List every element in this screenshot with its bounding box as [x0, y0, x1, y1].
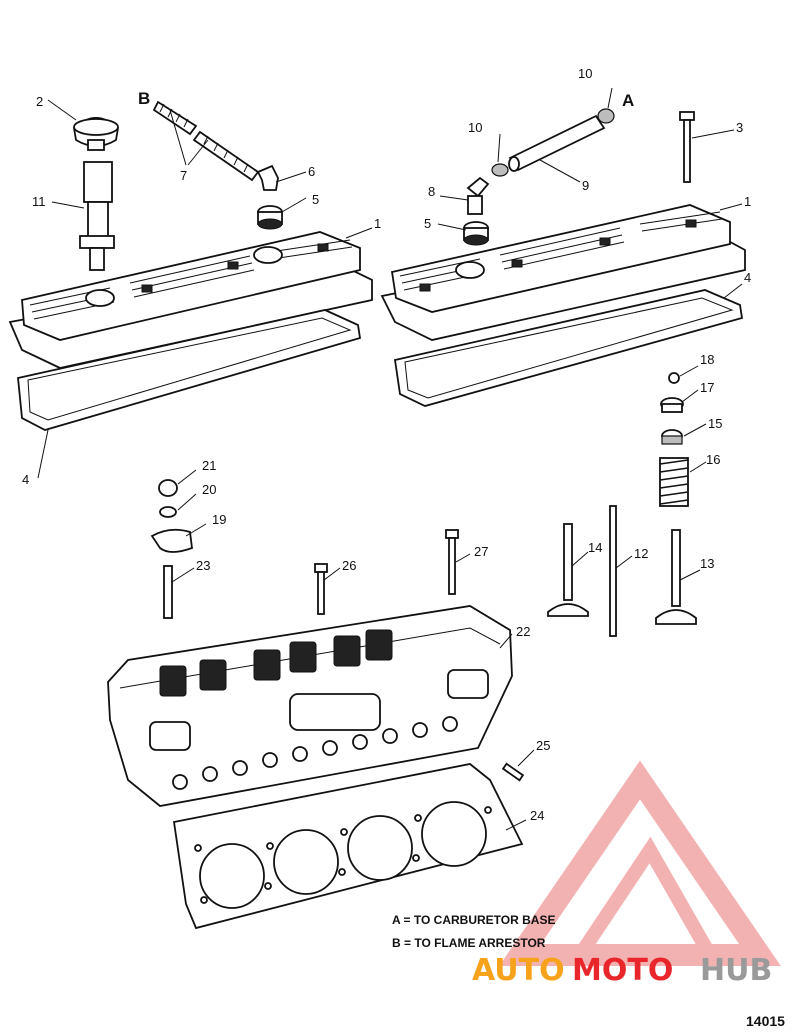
pushrod [609, 505, 617, 637]
left-grommet [257, 205, 283, 230]
intake-valve [547, 523, 589, 617]
exhaust-valve [655, 529, 697, 625]
legend-line-a: A = TO CARBURETOR BASE [392, 913, 555, 927]
callout-20: 20 [202, 482, 216, 497]
callout-26: 26 [342, 558, 356, 573]
right-gasket [393, 289, 744, 407]
callout-17: 17 [700, 380, 714, 395]
rocker-nut [158, 479, 178, 497]
elbow-fitting [256, 164, 279, 191]
callout-4-right: 4 [744, 270, 751, 285]
head-bolt-short [314, 563, 328, 615]
breather-tube [79, 161, 115, 271]
callout-14: 14 [588, 540, 602, 555]
right-grommet [463, 221, 489, 246]
callout-10-upper: 10 [578, 66, 592, 81]
watermark-part-1: AUTO [472, 953, 565, 988]
callout-8: 8 [428, 184, 435, 199]
left-valve-cover [8, 231, 373, 369]
callout-18: 18 [700, 352, 714, 367]
pcv-valve [466, 176, 490, 215]
marker-b: B [138, 89, 150, 108]
callout-6: 6 [308, 164, 315, 179]
pcv-hose [508, 114, 606, 172]
leader-lines [37, 87, 743, 831]
legend-line-b: B = TO FLAME ARRESTOR [392, 936, 546, 950]
rocker-ball [159, 506, 177, 518]
rocker-arm [150, 528, 193, 553]
callout-5-right: 5 [424, 216, 431, 231]
callout-10-lower: 10 [468, 120, 482, 135]
watermark-text: AUTO MOTO HUB [472, 953, 772, 988]
hose-clamp-lower [491, 163, 509, 177]
head-gasket [172, 763, 524, 930]
callout-25: 25 [536, 738, 550, 753]
hose-clamp-upper [597, 108, 615, 124]
watermark-part-2: MOTO [572, 953, 673, 988]
cover-bolt [679, 111, 695, 183]
oil-filler-cap [73, 117, 119, 151]
callout-19: 19 [212, 512, 226, 527]
callout-23: 23 [196, 558, 210, 573]
marker-a: A [622, 91, 634, 110]
callout-1-left: 1 [374, 216, 381, 231]
rocker-stud [163, 565, 173, 619]
valve-cap [660, 397, 684, 413]
callout-3: 3 [736, 120, 743, 135]
callout-24: 24 [530, 808, 544, 823]
callout-22: 22 [516, 624, 530, 639]
callout-13: 13 [700, 556, 714, 571]
callout-5-left: 5 [312, 192, 319, 207]
cylinder-head [107, 605, 513, 807]
head-bolt-small [501, 762, 525, 782]
head-bolt-long [445, 529, 459, 595]
callout-4-left: 4 [22, 472, 29, 487]
callout-12: 12 [634, 546, 648, 561]
watermark-logo [499, 760, 781, 966]
callout-27: 27 [474, 544, 488, 559]
callout-15: 15 [708, 416, 722, 431]
valve-spring [659, 457, 689, 507]
callout-21: 21 [202, 458, 216, 473]
callout-16: 16 [706, 452, 720, 467]
callout-9: 9 [582, 178, 589, 193]
figure-number: 14015 [746, 1013, 785, 1029]
left-gasket [17, 309, 362, 431]
breather-hose [152, 100, 260, 182]
right-valve-cover [380, 204, 746, 341]
callout-11: 11 [32, 194, 46, 209]
callout-2: 2 [36, 94, 43, 109]
callout-7: 7 [180, 168, 187, 183]
valve-seal [661, 429, 683, 445]
callout-1-right: 1 [744, 194, 751, 209]
valve-lock [668, 372, 680, 384]
watermark-part-3: HUB [700, 953, 772, 988]
